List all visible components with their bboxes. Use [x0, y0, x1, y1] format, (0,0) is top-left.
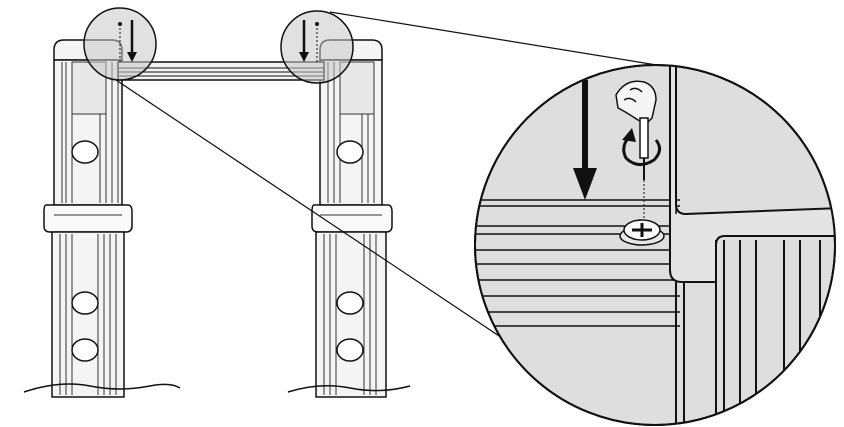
left-post-hole-2	[71, 291, 99, 315]
right-post	[311, 39, 393, 398]
left-magnifier-circle	[83, 7, 157, 81]
down-arrow-icon	[127, 20, 137, 62]
right-post-hole-2	[336, 291, 364, 315]
right-magnifier-circle	[280, 10, 354, 84]
right-post-hole-1	[336, 140, 364, 164]
callout-lines	[115, 11, 701, 363]
phillips-screw-icon	[619, 219, 665, 246]
right-ground-line	[287, 385, 411, 393]
rotate-clockwise-icon	[622, 128, 661, 166]
down-arrow-icon	[299, 20, 309, 62]
left-post-collar	[43, 204, 133, 233]
left-ground-line	[23, 383, 181, 393]
detail-zoom-circle	[474, 64, 836, 426]
left-post-lower	[51, 231, 125, 398]
right-screw-icon	[315, 22, 319, 26]
detail-post	[669, 65, 835, 283]
left-screw-icon	[118, 22, 122, 26]
screwdriver-icon	[615, 80, 657, 180]
left-post-hole-1	[71, 140, 99, 164]
left-post-hole-3	[71, 338, 99, 362]
right-post-hole-3	[336, 338, 364, 362]
left-post	[43, 39, 133, 398]
down-arrow-icon	[573, 80, 597, 200]
